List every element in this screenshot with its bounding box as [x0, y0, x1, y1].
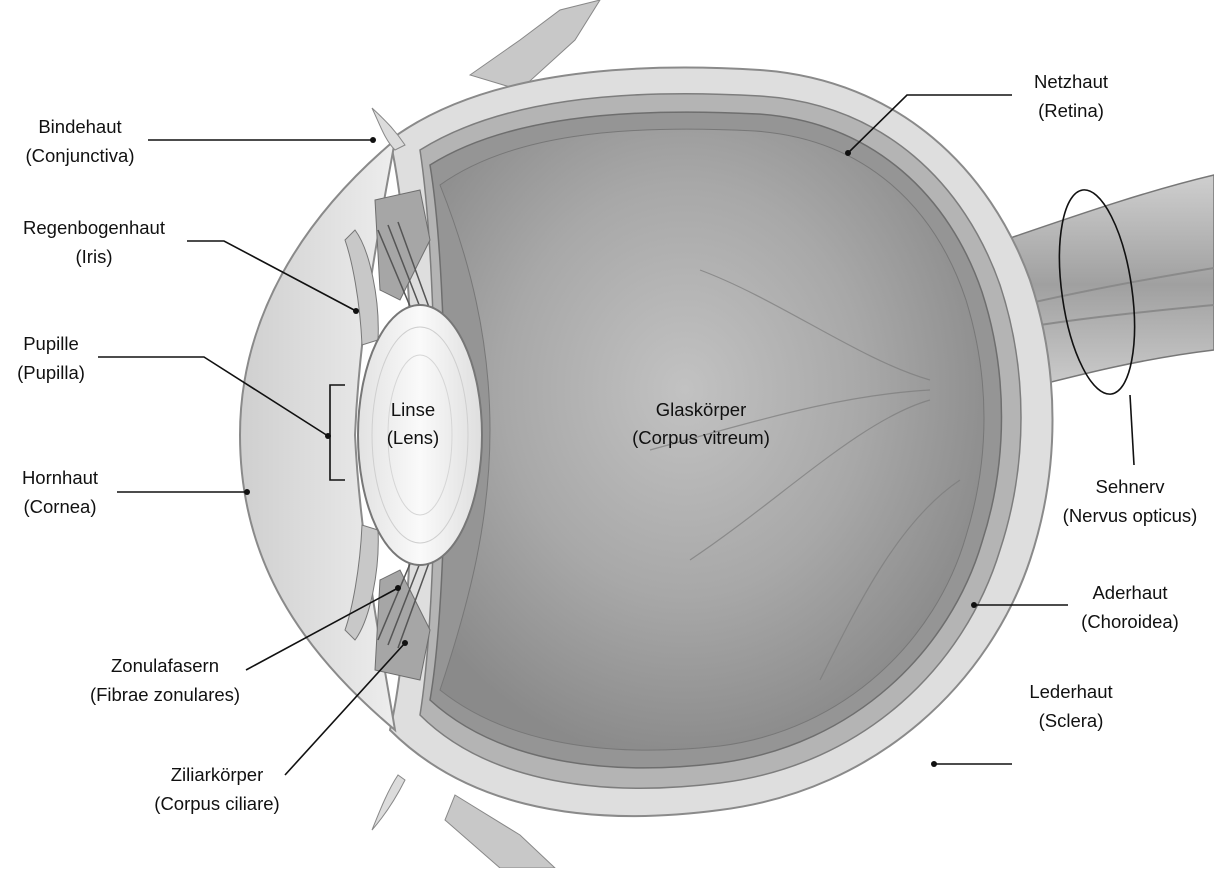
dot-pupille [325, 433, 331, 439]
dot-lederhaut [931, 761, 937, 767]
dot-zonulafasern [395, 585, 401, 591]
label-glaskoerper: Glaskörper [656, 399, 746, 420]
label-ziliarkoerper: Ziliarkörper [171, 764, 264, 785]
label-lederhaut-lat: (Sclera) [1039, 710, 1104, 731]
dot-netzhaut [845, 150, 851, 156]
label-linse: Linse [391, 399, 435, 420]
label-zonulafasern: Zonulafasern [111, 655, 219, 676]
label-pupille: Pupille [23, 333, 79, 354]
label-sehnerv-lat: (Nervus opticus) [1063, 505, 1198, 526]
label-linse-lat: (Lens) [387, 427, 439, 448]
label-regenbogenhaut: Regenbogenhaut [23, 217, 165, 238]
label-ziliarkoerper-lat: (Corpus ciliare) [154, 793, 279, 814]
label-lederhaut: Lederhaut [1029, 681, 1112, 702]
label-hornhaut: Hornhaut [22, 467, 98, 488]
label-netzhaut-lat: (Retina) [1038, 100, 1104, 121]
label-netzhaut: Netzhaut [1034, 71, 1108, 92]
dot-regenbogenhaut [353, 308, 359, 314]
label-regenbogenhaut-lat: (Iris) [76, 246, 113, 267]
conjunctiva-lower [372, 775, 405, 830]
label-aderhaut-lat: (Choroidea) [1081, 611, 1179, 632]
label-zonulafasern-lat: (Fibrae zonulares) [90, 684, 240, 705]
dot-hornhaut [244, 489, 250, 495]
conjunctiva [372, 108, 405, 150]
label-aderhaut: Aderhaut [1092, 582, 1167, 603]
dot-bindehaut [370, 137, 376, 143]
leader-sehnerv [1130, 395, 1134, 465]
label-bindehaut: Bindehaut [38, 116, 121, 137]
dot-aderhaut [971, 602, 977, 608]
label-bindehaut-lat: (Conjunctiva) [26, 145, 135, 166]
dot-ziliarkoerper [402, 640, 408, 646]
label-hornhaut-lat: (Cornea) [24, 496, 97, 517]
label-glaskoerper-lat: (Corpus vitreum) [632, 427, 770, 448]
label-sehnerv: Sehnerv [1096, 476, 1166, 497]
label-pupille-lat: (Pupilla) [17, 362, 85, 383]
